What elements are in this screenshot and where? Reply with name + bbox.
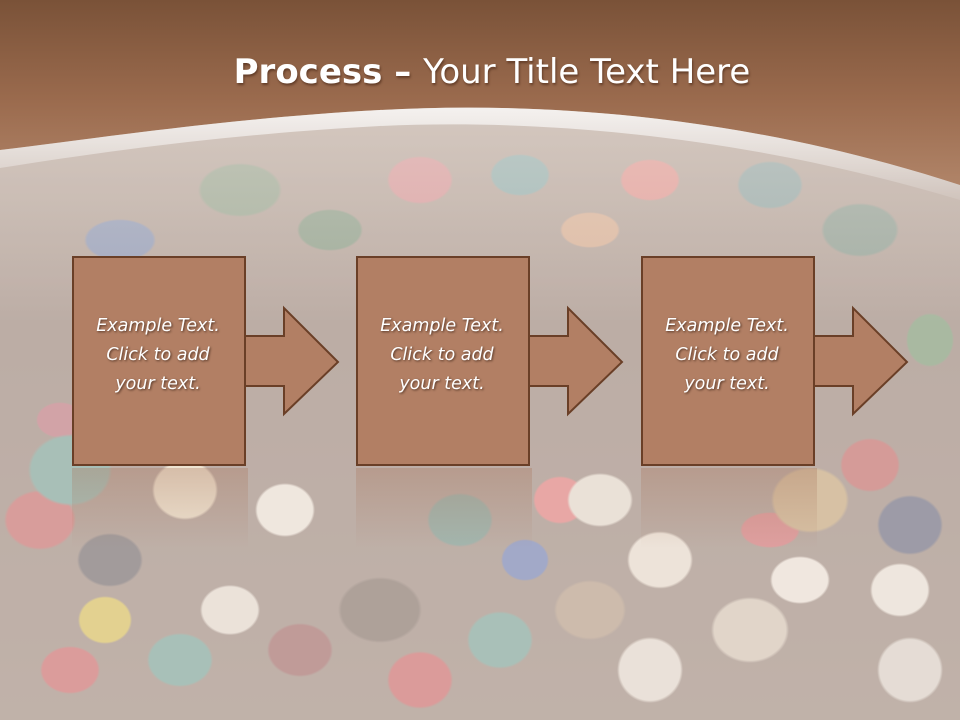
step-text[interactable]: Example Text. Click to add your text.: [641, 312, 813, 399]
arrow-right-icon: [813, 305, 909, 417]
step-reflection: [641, 468, 817, 548]
step-text-line: Click to add: [106, 345, 210, 365]
step-text-line: Example Text.: [380, 316, 504, 336]
step-shape: [72, 256, 340, 466]
step-text[interactable]: Example Text. Click to add your text.: [356, 312, 528, 399]
process-step-1[interactable]: Example Text. Click to add your text.: [72, 256, 342, 466]
step-text-line: Example Text.: [665, 316, 789, 336]
step-text-line: Example Text.: [96, 316, 220, 336]
step-reflection: [72, 468, 248, 548]
arrow-right-icon: [528, 305, 624, 417]
process-step-2[interactable]: Example Text. Click to add your text.: [356, 256, 626, 466]
title-text: Your Title Text Here: [423, 52, 751, 92]
title-dash: –: [382, 52, 424, 92]
banner-shape: [0, 0, 960, 200]
step-text-line: your text.: [684, 374, 770, 394]
process-step-3[interactable]: Example Text. Click to add your text.: [641, 256, 911, 466]
step-shape: [641, 256, 909, 466]
title-banner: Process – Your Title Text Here: [0, 0, 960, 230]
step-text-line: your text.: [399, 374, 485, 394]
step-text[interactable]: Example Text. Click to add your text.: [72, 312, 244, 399]
step-reflection: [356, 468, 532, 548]
step-text-line: Click to add: [675, 345, 779, 365]
step-text-line: your text.: [115, 374, 201, 394]
slide-title[interactable]: Process – Your Title Text Here: [0, 52, 960, 92]
step-text-line: Click to add: [390, 345, 494, 365]
step-shape: [356, 256, 624, 466]
title-bold-word: Process: [233, 52, 383, 92]
arrow-right-icon: [244, 305, 340, 417]
